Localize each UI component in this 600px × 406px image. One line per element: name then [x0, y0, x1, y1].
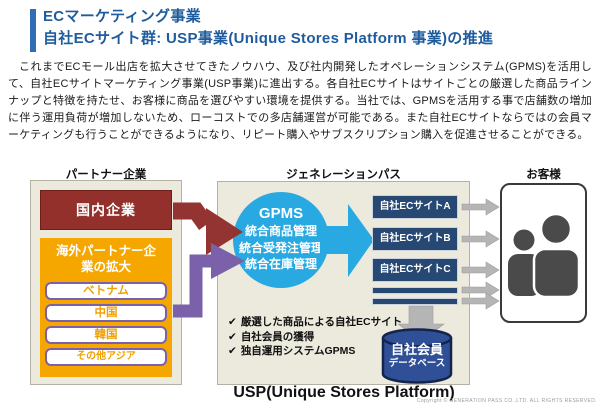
database-label: 自社会員 データベース: [379, 342, 455, 370]
check-icon: ✔: [228, 330, 237, 343]
checklist-label: 自社会員の獲得: [240, 330, 315, 343]
overseas-partners-title: 海外パートナー企業の拡大: [55, 244, 156, 274]
checklist-item: ✔厳選した商品による自社ECサイト: [228, 315, 402, 330]
checklist-label: 独自運用システムGPMS: [240, 345, 356, 357]
checklist-label: 厳選した商品による自社ECサイト: [240, 316, 403, 328]
database-label-line1: 自社会員: [390, 342, 443, 357]
header-partner-companies: パートナー企業: [65, 169, 147, 181]
checklist-item: ✔自社会員の獲得: [228, 330, 402, 345]
country-korea: 韓国: [45, 326, 167, 344]
header-generation-pass: ジェネレーションパス: [286, 169, 401, 181]
ec-site-c-box: 自社ECサイトC: [372, 258, 458, 282]
check-icon: ✔: [228, 316, 237, 328]
gpms-line-order: 統合受発注管理: [238, 240, 323, 255]
country-vietnam: ベトナム: [45, 282, 167, 300]
country-china: 中国: [45, 304, 167, 322]
ec-site-more-bar: [372, 287, 458, 294]
title-accent-bar: [30, 9, 36, 52]
small-person-head-icon: [513, 229, 535, 251]
member-database: 自社会員 データベース: [379, 326, 455, 386]
usp-caption: USP(Unique Stores Platform): [233, 384, 455, 401]
copyright-text: Copyright © GENERATION PASS CO.,LTD. ALL…: [416, 398, 597, 404]
gpms-system-circle: GPMS 統合商品管理 統合受発注管理 統合在庫管理: [233, 192, 329, 288]
ec-site-more-bar: [372, 298, 458, 305]
gpms-title: GPMS: [258, 205, 304, 222]
overseas-partners-box: 海外パートナー企業の拡大 ベトナム 中国 韓国 その他アジア: [40, 238, 172, 377]
ec-site-a-box: 自社ECサイトA: [372, 195, 458, 219]
gpms-line-stock: 統合在庫管理: [244, 257, 317, 271]
domestic-companies-box: 国内企業: [40, 190, 172, 230]
big-person-body-icon: [532, 247, 581, 299]
gpms-line-product: 統合商品管理: [244, 224, 317, 238]
body-paragraph: これまでECモール出店を拡大させてきたノウハウ、及び社内開発したオペレーションシ…: [8, 61, 592, 141]
title-line-1: ECマーケティング事業: [43, 8, 201, 25]
check-icon: ✔: [228, 345, 237, 357]
ec-site-b-box: 自社ECサイトB: [372, 227, 458, 251]
checklist-item: ✔独自運用システムGPMS: [228, 344, 402, 359]
page-title: ECマーケティング事業 自社ECサイト群: USP事業(Unique Store…: [43, 6, 593, 50]
title-line-2: 自社ECサイト群: USP事業(Unique Stores Platform 事…: [43, 30, 494, 47]
customers-icon: [508, 212, 581, 299]
customers-box: [500, 183, 587, 323]
big-person-head-icon: [539, 212, 573, 246]
header-customers: お客様: [526, 169, 561, 181]
database-label-line2: データベース: [388, 358, 446, 369]
feature-checklist: ✔厳選した商品による自社ECサイト ✔自社会員の獲得 ✔独自運用システムGPMS: [228, 315, 402, 359]
country-other-asia: その他アジア: [45, 348, 167, 366]
